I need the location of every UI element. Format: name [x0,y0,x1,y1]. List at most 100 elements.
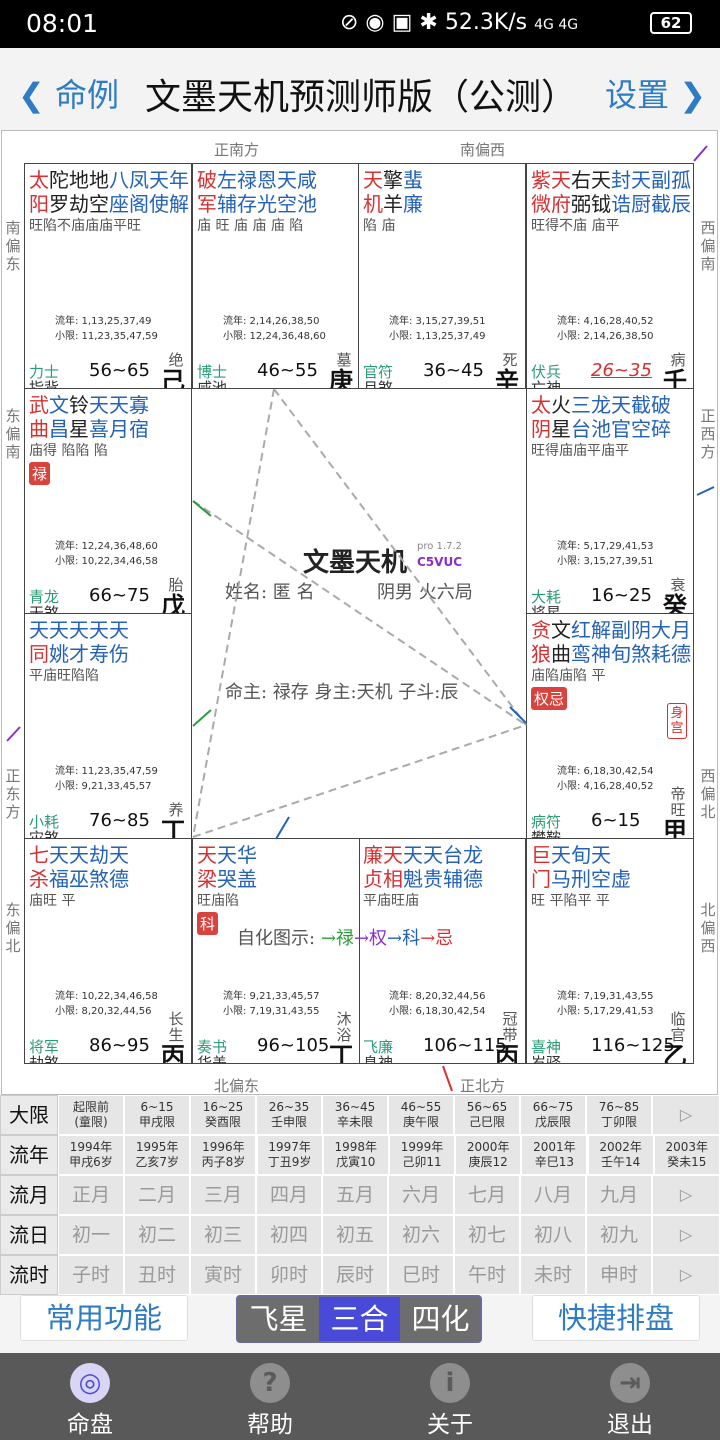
liuri-cell[interactable]: 初二 [124,1215,190,1255]
cell-line: 辛巳13 [534,1155,575,1169]
minor-limit-line: 小限: 5,17,29,41,53 [557,1006,654,1017]
cell-line: 己卯11 [402,1155,442,1169]
liunian-cell[interactable]: 2000年庚辰12 [455,1135,522,1175]
liushi-cell[interactable]: 丑时 [124,1255,190,1295]
liushi-cell[interactable]: 子时 [58,1255,124,1295]
liunian-cell[interactable]: 2001年辛巳13 [521,1135,588,1175]
cell-line: 1999年 [400,1140,444,1154]
star-name: 禄 [237,168,257,192]
tab-exit[interactable]: ⇥ 退出 [540,1353,720,1440]
quick-chart-button[interactable]: 快捷排盘 [532,1295,700,1341]
liuyue-cell[interactable]: 二月 [124,1175,190,1215]
tab-help[interactable]: ? 帮助 [180,1353,360,1440]
liunian-cell[interactable]: 1994年甲戌6岁 [58,1135,124,1175]
star-list: 武文铃天天寡曲昌星喜月宿庙得 陷陷 陷 [29,393,149,461]
liunian-header: 流年 [0,1135,58,1175]
liushi-cell[interactable]: 巳时 [388,1255,454,1295]
liuri-cell[interactable]: 初九 [586,1215,652,1255]
ganzhi-label: 壬申 [663,366,687,389]
common-functions-button[interactable]: 常用功能 [20,1295,188,1341]
palace-cell[interactable]: 破左禄恩天咸军辅存光空池庙 旺 庙 庙 庙 陷流年: 2,14,26,38,50… [192,163,360,389]
liuyue-cell[interactable]: 五月 [322,1175,388,1215]
cell-line: 2002年 [599,1140,642,1154]
liunian-cell[interactable]: 1999年己卯11 [389,1135,455,1175]
liunian-cell[interactable]: 1998年戊寅10 [322,1135,389,1175]
liuri-cell[interactable]: 初三 [190,1215,256,1255]
mode-sihua-tab[interactable]: 四化 [411,1302,470,1336]
liuri-cell[interactable]: 初五 [322,1215,388,1255]
liushi-cell[interactable]: 寅时 [190,1255,256,1295]
tab-about[interactable]: i 关于 [360,1353,540,1440]
daxian-more-button[interactable]: ▷ [652,1095,720,1135]
palace-cell[interactable]: 贪文红解副阴大月狼曲鸾神旬煞耗德庙陷庙陷 平权忌身宫流年: 6,18,30,42… [526,613,694,839]
liushi-cell[interactable]: 申时 [586,1255,652,1295]
liuyue-cell[interactable]: 四月 [256,1175,322,1215]
liunian-cell[interactable]: 2003年癸未15 [653,1135,720,1175]
liuyue-cell[interactable]: 正月 [58,1175,124,1215]
liuyue-cell[interactable]: 八月 [520,1175,586,1215]
star-name: 天 [383,843,403,867]
direction-label: 正西方 [700,407,716,461]
liushi-more-button[interactable]: ▷ [652,1255,720,1295]
legend-quan: →权 [353,928,387,949]
star-list: 七天天劫天杀福巫煞德庙旺 平 [29,843,129,911]
liunian-cell[interactable]: 1997年丁丑9岁 [256,1135,323,1175]
sihua-badge: 科 [197,912,219,935]
age-range: 106~115 [423,1035,507,1056]
settings-label: 设置 [605,76,670,114]
liushi-cell[interactable]: 未时 [520,1255,586,1295]
palace-cell[interactable]: 太陀地地八凤天年阳罗劫空座阁使解旺陷不庙庙庙平旺流年: 1,13,25,37,4… [24,163,192,389]
cell-line: 庚辰12 [468,1155,508,1169]
star-name: 阳 [29,192,49,216]
liunian-cell[interactable]: 2002年壬午14 [587,1135,654,1175]
liuri-cell[interactable]: 初四 [256,1215,322,1255]
liuri-row: 流日 初一初二初三初四初五初六初七初八初九 ▷ [0,1215,720,1255]
flow-year-line: 流年: 12,24,36,48,60 [55,541,158,552]
liunian-cell[interactable]: 1996年丙子8岁 [190,1135,257,1175]
liuri-cell[interactable]: 初七 [454,1215,520,1255]
liuyue-cell[interactable]: 三月 [190,1175,256,1215]
liuri-more-button[interactable]: ▷ [652,1215,720,1255]
tab-chart[interactable]: ◎ 命盘 [0,1353,180,1440]
mode-sanhe-tab[interactable]: 三合 [319,1297,400,1341]
arrow-ji-icon [442,1065,453,1092]
liuri-cell[interactable]: 初八 [520,1215,586,1255]
gods-list: 将军劫煞天德 [29,1039,59,1063]
liuri-cell[interactable]: 初六 [388,1215,454,1255]
liushi-cell[interactable]: 辰时 [322,1255,388,1295]
liuri-cell[interactable]: 初一 [58,1215,124,1255]
back-button[interactable]: ❮ 命例 [18,70,119,116]
exit-icon: ⇥ [610,1363,650,1403]
star-name: 军 [197,192,217,216]
star-name: 八凤天年 [109,168,189,192]
cell-line: 丁卯限 [600,1115,637,1129]
liushi-cell[interactable]: 卯时 [256,1255,322,1295]
liuyue-cell[interactable]: 六月 [388,1175,454,1215]
daxian-cell[interactable]: 起限前(童限) [58,1095,124,1135]
liuyue-cell[interactable]: 九月 [586,1175,652,1215]
star-name: 破 [197,168,217,192]
palace-cell[interactable]: 紫天右天封天副孤微府弼钺诰厨截辰旺得不庙 庙平流年: 4,16,28,40,52… [526,163,694,389]
liuyue-more-button[interactable]: ▷ [652,1175,720,1215]
liushi-cell[interactable]: 午时 [454,1255,520,1295]
settings-button[interactable]: 设置 ❯ [605,70,706,116]
liunian-cell[interactable]: 1995年乙亥7岁 [124,1135,191,1175]
mode-feixing-tab[interactable]: 飞星 [249,1302,308,1336]
liuyue-cell[interactable]: 七月 [454,1175,520,1215]
